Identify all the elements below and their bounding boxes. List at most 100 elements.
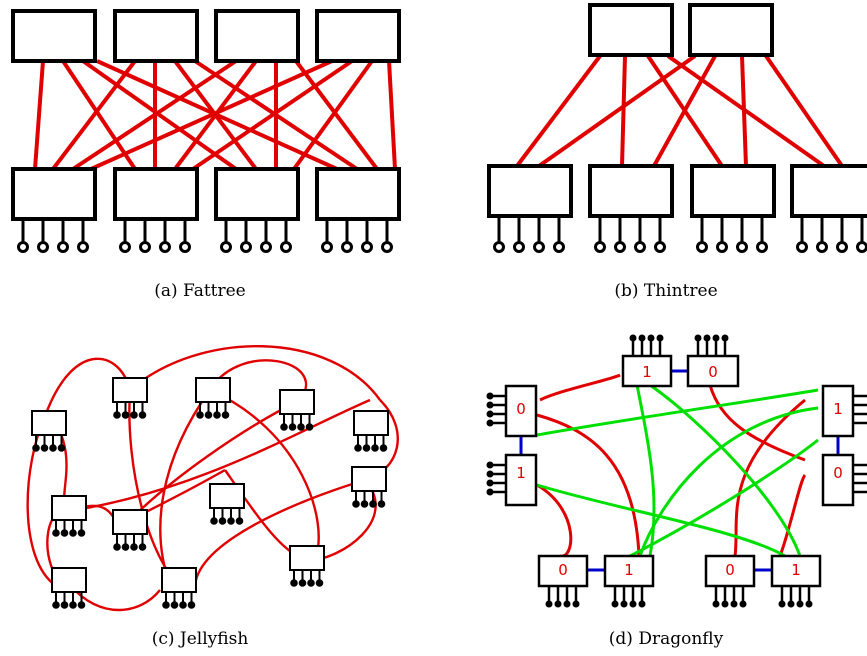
dragonfly-group-links [536, 373, 807, 558]
dragonfly-global-links [536, 383, 819, 558]
df-host [554, 600, 562, 608]
df-label: 1 [624, 561, 634, 579]
df-router [770, 554, 822, 608]
df-label: 0 [725, 561, 735, 579]
df-link [778, 473, 807, 557]
tt-host [756, 241, 768, 253]
tt-host [594, 241, 606, 253]
jf-host [77, 529, 86, 537]
tt-edge-switch [690, 164, 776, 218]
df-label: 0 [708, 363, 718, 381]
jf-host [196, 411, 204, 419]
jf-switch [353, 410, 389, 436]
jf-host [179, 601, 187, 609]
jf-link [159, 389, 211, 586]
jf-host [60, 601, 69, 609]
ft-host [361, 241, 373, 253]
ft-host [381, 241, 393, 253]
df-router-box [686, 354, 740, 388]
df-router [686, 334, 740, 388]
ft-link [61, 59, 137, 171]
jf-host [213, 411, 221, 419]
jf-switch [51, 567, 87, 593]
df-link [536, 413, 641, 557]
df-host [796, 600, 804, 608]
df-link [708, 384, 806, 462]
tt-host [553, 241, 565, 253]
jf-host [288, 423, 297, 431]
ft-host [240, 241, 252, 253]
df-router [621, 334, 673, 388]
jf-host [360, 500, 369, 508]
df-host [638, 600, 646, 608]
jf-host [280, 423, 288, 431]
ft-link [51, 59, 137, 171]
df-label: 0 [833, 464, 843, 482]
df-global-link [649, 383, 802, 557]
df-host [730, 600, 738, 608]
jf-link [128, 389, 181, 586]
ft-core-switch [315, 9, 401, 63]
tt-host [856, 241, 867, 253]
jf-host [297, 423, 305, 431]
jf-link [209, 388, 320, 561]
df-host [712, 600, 720, 608]
df-router [537, 554, 589, 608]
df-label: 0 [516, 400, 526, 418]
tt-host [696, 241, 708, 253]
ft-core-switch [214, 9, 300, 63]
df-host [486, 392, 494, 400]
df-router-box [770, 554, 822, 588]
jf-host [77, 601, 86, 609]
thintree-hosts [493, 216, 867, 253]
df-host [620, 600, 628, 608]
ft-host [179, 241, 191, 253]
tt-link [764, 54, 844, 168]
df-label: 1 [516, 464, 526, 482]
df-host [721, 600, 729, 608]
ft-link [81, 59, 238, 171]
df-label: 1 [642, 363, 652, 381]
tt-edge-switch [790, 164, 867, 218]
dragonfly-local-links [519, 369, 840, 572]
jf-host [307, 579, 315, 587]
tt-host [614, 241, 626, 253]
jf-switch [31, 410, 67, 436]
ft-link [294, 59, 379, 171]
ft-link [387, 60, 397, 170]
ft-core-switch [11, 9, 97, 63]
df-global-link [536, 483, 786, 558]
jf-host [218, 517, 227, 525]
tt-host [654, 241, 666, 253]
jf-host [60, 529, 69, 537]
df-router-box [704, 554, 756, 588]
df-router [486, 384, 538, 438]
df-router-box [504, 384, 538, 438]
jf-link [208, 359, 308, 401]
tt-host [634, 241, 646, 253]
ft-host [220, 241, 232, 253]
df-router [704, 554, 756, 608]
ft-link [292, 59, 374, 171]
caption-dragonfly: (d) Dragonfly [609, 629, 724, 649]
jf-host [204, 411, 213, 419]
df-host [486, 479, 494, 487]
df-host [545, 600, 553, 608]
df-label: 1 [791, 561, 801, 579]
df-router-box [821, 384, 855, 438]
ft-host [57, 241, 69, 253]
df-link [733, 398, 806, 557]
jf-host [227, 517, 235, 525]
df-host [739, 600, 747, 608]
jf-host [377, 500, 386, 508]
jf-host [121, 543, 130, 551]
jf-switch [112, 509, 148, 535]
jf-host [57, 444, 66, 452]
tt-host [493, 241, 505, 253]
caption-thintree: (b) Thintree [614, 281, 717, 301]
ft-host [159, 241, 171, 253]
jf-host [210, 517, 218, 525]
caption-jellyfish: (c) Jellyfish [152, 629, 249, 649]
df-host [629, 334, 637, 342]
